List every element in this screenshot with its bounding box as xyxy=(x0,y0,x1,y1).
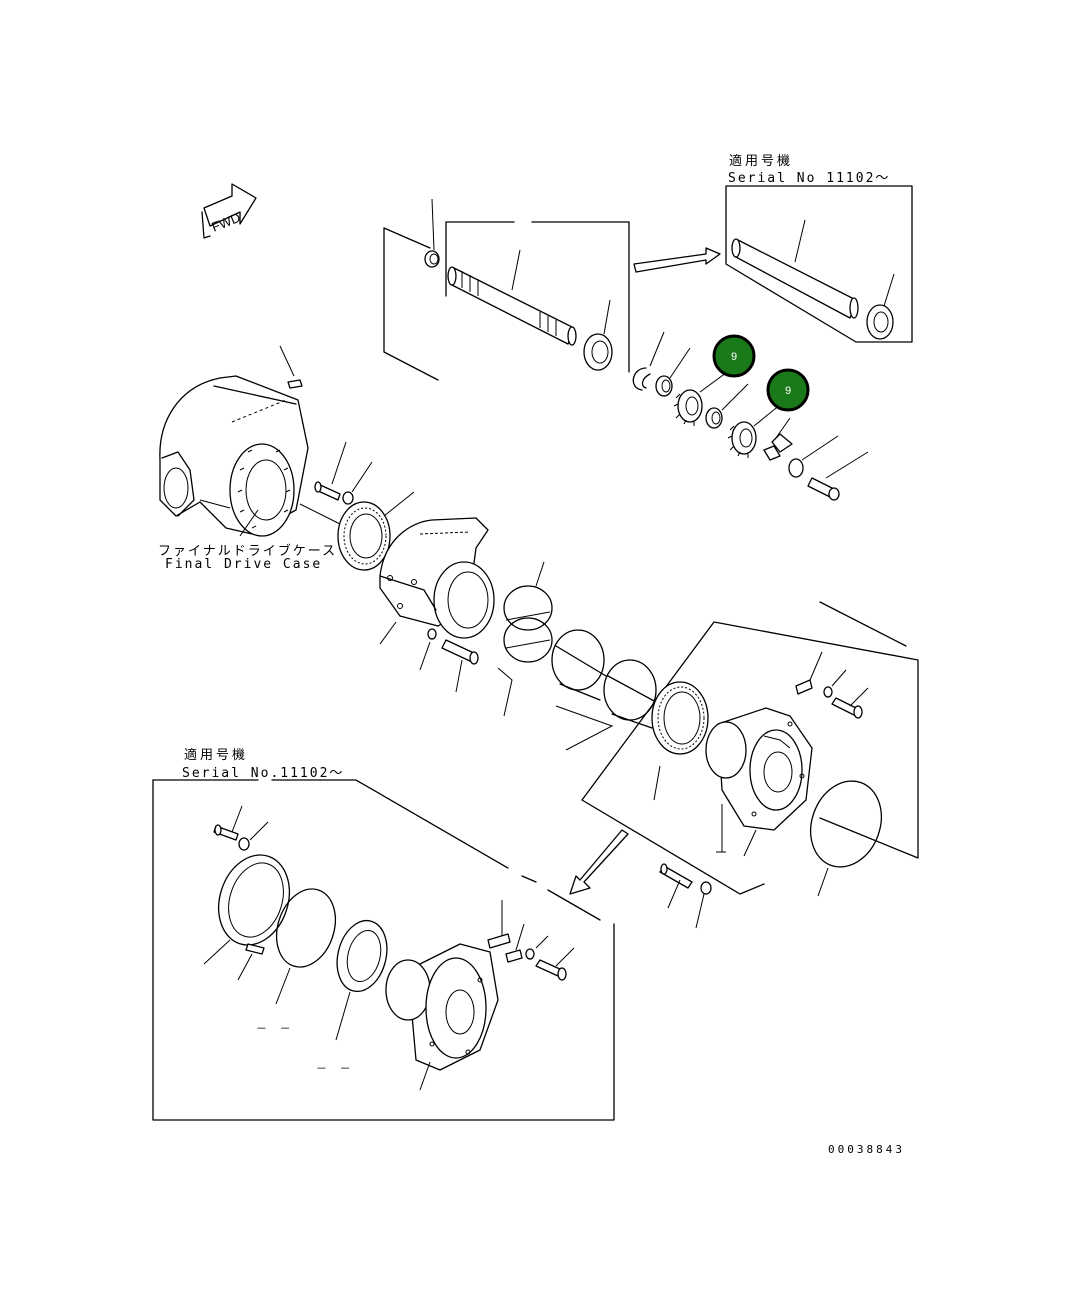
spacer-part xyxy=(655,347,691,397)
bottom-bolt-part xyxy=(213,805,269,851)
collar-part xyxy=(705,383,749,429)
arrow-down-left-icon xyxy=(569,829,629,895)
serial-top-en-label: Serial No 11102～ xyxy=(728,171,891,186)
marker-label: 9 xyxy=(731,351,737,363)
part-marker-9-second[interactable]: 9 xyxy=(766,368,810,412)
case-jp-label: ファイナルドライブケース xyxy=(158,544,338,559)
hub-lock-plate-part xyxy=(795,651,869,719)
serial-top-jp-label: 適用号機 xyxy=(729,154,794,169)
hub-group-frame xyxy=(581,601,919,895)
bottom-bearing-part xyxy=(335,919,388,1041)
marker-label: 9 xyxy=(785,385,791,397)
seal-sleeve-part xyxy=(551,629,657,751)
serial-variant-frame xyxy=(152,779,615,1121)
drawing-number: 00038843 xyxy=(828,1143,905,1156)
case-bearing-part xyxy=(337,491,415,571)
bottom-o-ring-part xyxy=(275,888,337,1005)
bottom-housing-part xyxy=(385,943,499,1091)
carrier-housing-part xyxy=(379,517,495,645)
o-ring-part xyxy=(810,780,882,897)
bushing-part xyxy=(424,198,440,268)
split-ring-part xyxy=(497,561,553,717)
housing-bolt-part xyxy=(419,628,479,693)
serial-bottom-en-label: Serial No.11102～ xyxy=(182,766,345,781)
hub-bearing-part xyxy=(651,681,709,801)
lock-washer-part xyxy=(763,417,793,461)
arrow-right-icon xyxy=(633,247,721,273)
bearing-part xyxy=(583,299,613,371)
shaft-group-frame xyxy=(383,221,630,381)
fwd-arrow-icon: FWD xyxy=(201,183,257,239)
final-drive-case-part xyxy=(159,375,309,537)
plate-part xyxy=(788,435,839,478)
dowel-pin-part xyxy=(279,345,303,389)
bottom-lock-plate-part xyxy=(487,900,575,981)
gear-part-2 xyxy=(727,399,787,458)
gear-part xyxy=(673,369,731,426)
case-en-label: Final Drive Case xyxy=(165,557,323,572)
case-bolt-part xyxy=(314,441,373,505)
bolt-part xyxy=(807,451,869,501)
dash-label-a: － － xyxy=(256,1022,294,1035)
snap-ring-part xyxy=(632,331,665,391)
hub-bottom-bolt-part xyxy=(659,863,712,929)
case-label-group xyxy=(239,503,341,537)
drive-shaft-part xyxy=(447,249,577,346)
serial-bottom-jp-label: 適用号機 xyxy=(184,748,249,763)
hub-cover-part xyxy=(705,707,813,857)
fwd-text: FWD xyxy=(209,210,242,235)
part-marker-9-first[interactable]: 9 xyxy=(712,334,756,378)
dash-label-b: － － xyxy=(316,1062,354,1075)
shaft-variant-frame xyxy=(725,185,913,343)
bottom-cover-part xyxy=(203,854,290,981)
